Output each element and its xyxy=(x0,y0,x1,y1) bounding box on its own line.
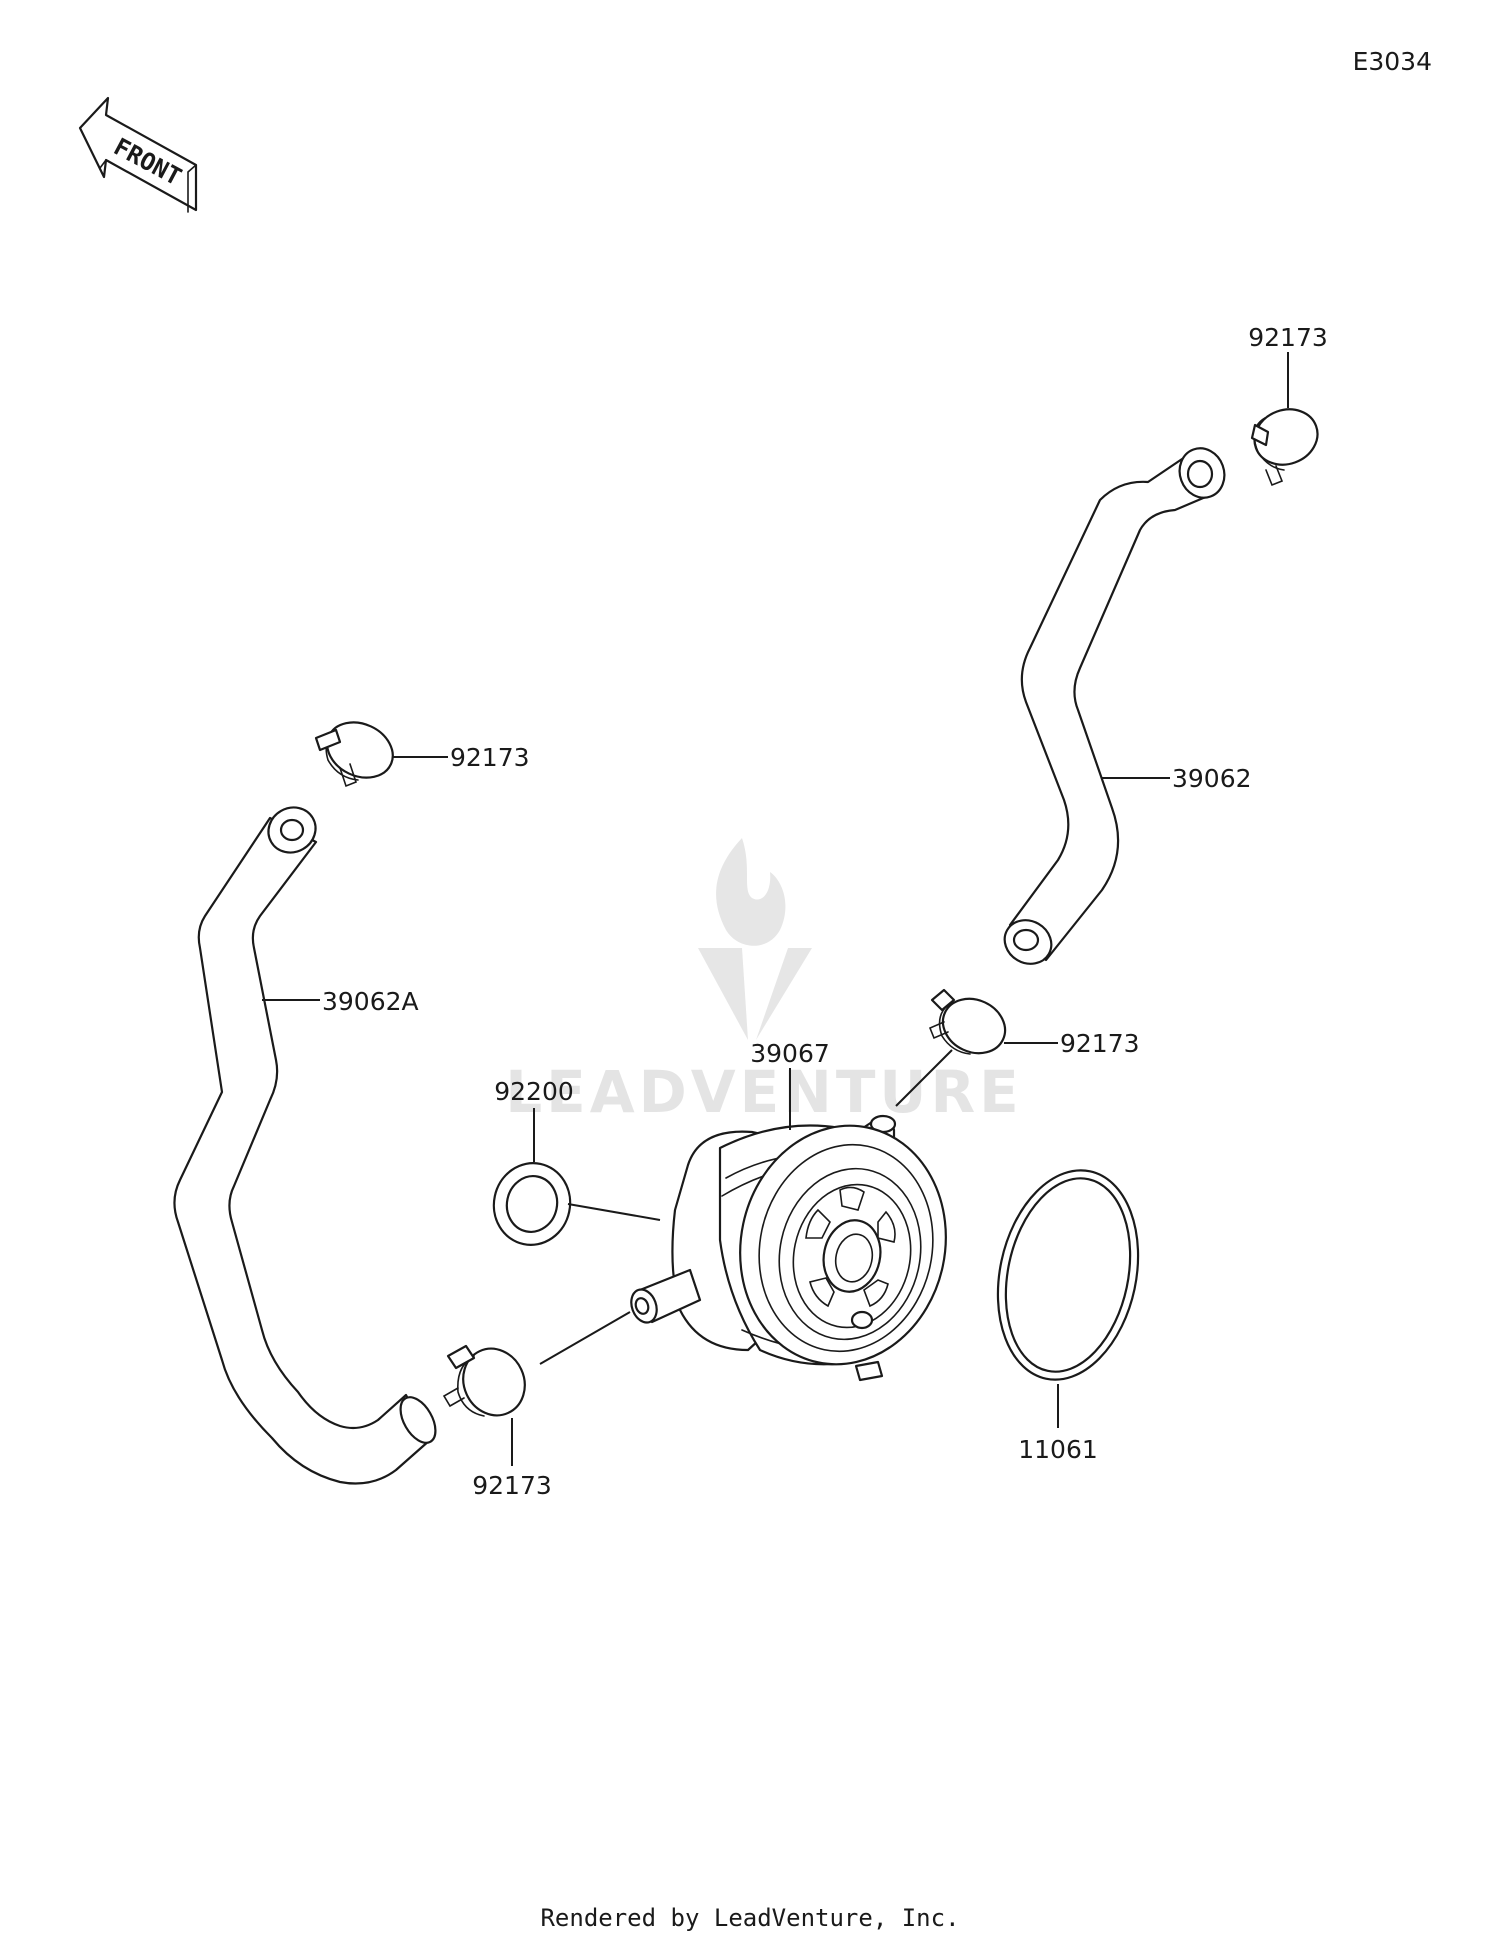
clamp-top-right xyxy=(1250,408,1319,487)
part-label-39067: 39067 xyxy=(750,1039,830,1068)
part-label-11061: 11061 xyxy=(1018,1435,1098,1464)
front-arrow: FRONT xyxy=(78,96,198,213)
diagram-code: E3034 xyxy=(1353,47,1432,76)
watermark-logo: LEADVENTURE xyxy=(505,838,1023,1126)
hose-39062A xyxy=(173,806,437,1485)
leader-92173-middle-right-b xyxy=(895,1049,953,1107)
part-label-92173-upper-left: 92173 xyxy=(450,743,530,772)
clamp-middle-right xyxy=(928,988,1007,1055)
clamp-upper-left xyxy=(314,721,394,788)
leader-92200-b xyxy=(567,1203,661,1221)
hose-39062 xyxy=(1003,447,1226,965)
o-ring-11061 xyxy=(996,1169,1140,1381)
footer-credit: Rendered by LeadVenture, Inc. xyxy=(540,1904,959,1932)
part-label-39062A: 39062A xyxy=(322,987,419,1016)
part-label-92173-lower-left: 92173 xyxy=(472,1471,552,1500)
clamp-lower-left xyxy=(442,1344,526,1417)
part-label-92173-middle-right: 92173 xyxy=(1060,1029,1140,1058)
part-label-92200: 92200 xyxy=(494,1077,574,1106)
oil-cooler-39067 xyxy=(630,1114,947,1382)
gasket-92200 xyxy=(492,1162,572,1246)
watermark-text: LEADVENTURE xyxy=(505,1058,1023,1126)
leader-92173-lower-left-b xyxy=(539,1311,631,1365)
part-label-39062: 39062 xyxy=(1172,764,1252,793)
part-label-92173-top-right: 92173 xyxy=(1248,323,1328,352)
